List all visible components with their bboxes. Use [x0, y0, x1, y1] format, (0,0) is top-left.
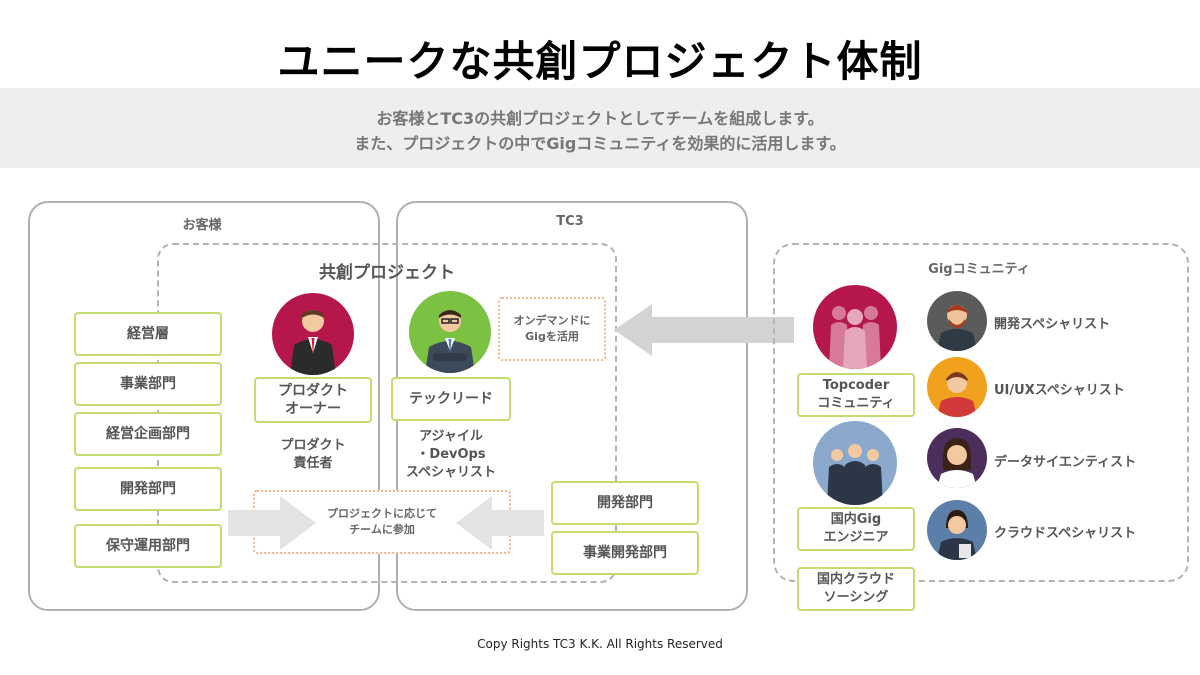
- domestic-engineer-avatar: [813, 421, 897, 505]
- dept-business: 事業部門: [74, 362, 222, 406]
- data-scientist-label: データサイエンティスト: [994, 455, 1137, 470]
- dept-management: 経営層: [74, 312, 222, 356]
- cloud-specialist-label: クラウドスペシャリスト: [994, 526, 1137, 541]
- page-title: ユニークな共創プロジェクト体制: [277, 37, 923, 86]
- gig-community-label: Gigコミュニティ: [928, 262, 1030, 277]
- uiux-specialist-avatar: [927, 357, 987, 417]
- dept-planning: 経営企画部門: [74, 412, 222, 456]
- arrow-gig-left-icon: [614, 304, 794, 356]
- subtitle-line-1: お客様とTC3の共創プロジェクトとしてチームを組成します。: [376, 109, 824, 128]
- project-label: 共創プロジェクト: [319, 263, 455, 283]
- arrow-right-icon: [228, 496, 316, 550]
- tc3-dept-bizdev: 事業開発部門: [551, 531, 699, 575]
- subtitle-band: [0, 88, 1200, 168]
- subtitle-line-2: また、プロジェクトの中でGigコミュニティを効果的に活用します。: [354, 134, 846, 153]
- copyright-footer: Copy Rights TC3 K.K. All Rights Reserved: [477, 637, 723, 651]
- tech-lead-desc: アジャイル ・DevOps スペシャリスト: [405, 429, 497, 480]
- uiux-specialist-label: UI/UXスペシャリスト: [994, 383, 1125, 398]
- customer-label: お客様: [182, 218, 222, 233]
- tech-lead-role: テックリード: [391, 377, 511, 421]
- tc3-label: TC3: [556, 214, 584, 229]
- dev-specialist-avatar: [927, 291, 987, 351]
- arrow-left-icon: [456, 496, 544, 550]
- dev-specialist-label: 開発スペシャリスト: [994, 317, 1111, 332]
- topcoder-community: Topcoder コミュニティ: [797, 373, 915, 417]
- dept-development: 開発部門: [74, 467, 222, 511]
- tech-lead-avatar: [409, 291, 491, 373]
- domestic-crowdsourcing: 国内クラウド ソーシング: [797, 567, 915, 611]
- product-owner-role: プロダクト オーナー: [254, 377, 372, 423]
- product-owner-avatar: [272, 293, 354, 375]
- gig-community-box: [773, 243, 1189, 582]
- data-scientist-avatar: [927, 428, 987, 488]
- tc3-dept-development: 開発部門: [551, 481, 699, 525]
- cloud-specialist-avatar: [927, 500, 987, 560]
- dept-operations: 保守運用部門: [74, 524, 222, 568]
- on-demand-box: オンデマンドに Gigを活用: [498, 297, 606, 361]
- product-owner-desc: プロダクト 責任者: [280, 438, 346, 471]
- topcoder-avatar: [813, 285, 897, 369]
- domestic-gig-engineer: 国内Gig エンジニア: [797, 507, 915, 551]
